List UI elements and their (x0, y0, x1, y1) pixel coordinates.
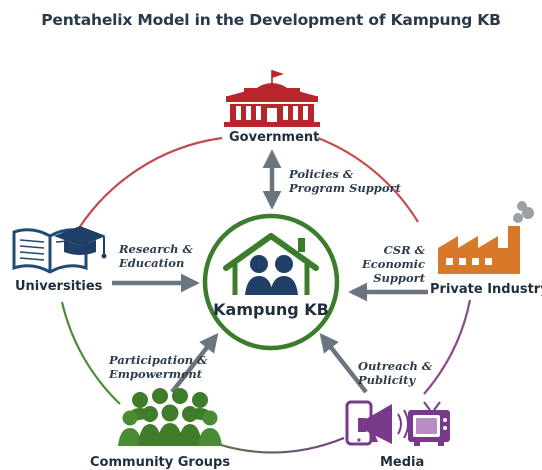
government-building-icon (224, 70, 320, 127)
center-label: Kampung KB (213, 300, 329, 319)
house-family-icon (223, 233, 319, 295)
flow-label-private-industry: CSR & Economic Support (362, 243, 425, 285)
node-label-private-industry: Private Industry (430, 282, 542, 297)
flow-label-universities-line1: Research & (119, 242, 193, 256)
arrow-media (319, 333, 368, 394)
flow-label-community-groups-line2: Empowerment (109, 367, 203, 381)
megaphone-tv-icon (345, 400, 450, 446)
flow-label-private-industry-line2: Economic (362, 257, 426, 271)
flow-arrows (112, 149, 428, 394)
node-label-media: Media (380, 455, 425, 470)
diagram-title: Pentahelix Model in the Development of K… (41, 11, 501, 29)
flow-label-media: Outreach & Publicity (358, 359, 432, 387)
flow-label-private-industry-line3: Support (373, 271, 426, 285)
flow-label-private-industry-line1: CSR & (383, 243, 426, 257)
people-group-icon (118, 388, 222, 446)
flow-label-media-line2: Publicity (358, 373, 416, 387)
flow-label-community-groups-line1: Participation & (109, 353, 208, 367)
ring-arc-gov-ind (317, 136, 419, 223)
book-graduation-cap-icon (12, 226, 107, 274)
arrow-community-groups (170, 333, 219, 394)
node-label-government: Government (229, 130, 320, 145)
flow-label-government-line1: Policies & (289, 167, 354, 181)
flow-label-government-line2: Program Support (289, 181, 401, 195)
node-label-community-groups: Community Groups (90, 455, 231, 470)
flow-label-universities-line2: Education (119, 256, 185, 270)
flow-label-universities: Research & Education (119, 242, 193, 270)
ring-arc-gov-uni (73, 136, 223, 237)
flow-label-media-line1: Outreach & (358, 359, 433, 373)
center-hub (202, 213, 340, 351)
ring-arc-uni-com (60, 301, 121, 405)
factory-icon (438, 201, 534, 274)
node-label-universities: Universities (15, 279, 103, 294)
flow-label-government: Policies & Program Support (289, 167, 401, 195)
flow-label-community-groups: Participation & Empowerment (109, 353, 208, 381)
ring-arc-ind-media (423, 299, 472, 395)
